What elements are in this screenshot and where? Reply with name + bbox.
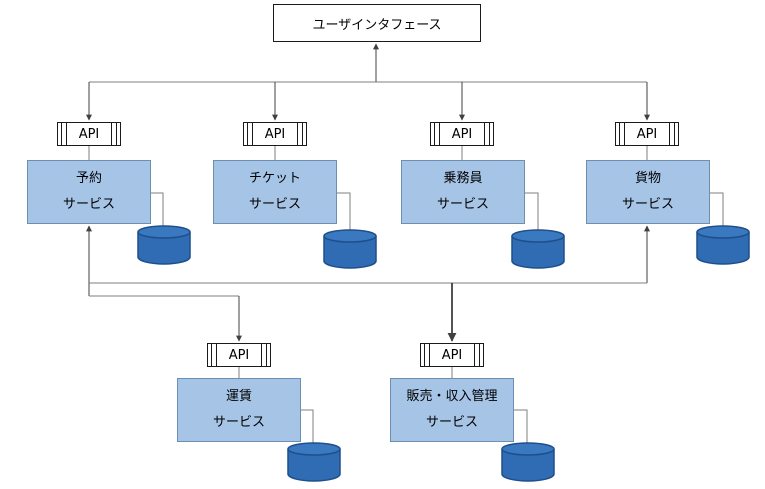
service-box-hanbai: 販売・収入管理 サービス — [390, 378, 514, 442]
service-suffix: サービス — [248, 197, 301, 212]
api-label: API — [78, 126, 100, 142]
service-box-unchin: 運賃 サービス — [177, 378, 301, 442]
database-icon — [696, 225, 750, 265]
api-label: API — [636, 126, 658, 142]
database-icon — [323, 229, 377, 269]
service-name: 販売・収入管理 — [406, 389, 498, 404]
api-label: API — [228, 347, 250, 363]
api-to-service-connectors — [88, 146, 648, 378]
service-name: 運賃 — [225, 389, 252, 404]
api-box-kamotsu: API — [615, 122, 679, 146]
service-suffix: サービス — [62, 197, 115, 212]
service-box-yoyaku: 予約 サービス — [27, 160, 151, 224]
service-box-kamotsu: 貨物 サービス — [586, 160, 710, 224]
service-box-ticket: チケット サービス — [213, 160, 337, 224]
bottom-connectors — [86, 225, 650, 342]
db-connectors — [151, 192, 724, 443]
api-box-yoyaku: API — [57, 122, 121, 146]
api-box-unchin: API — [207, 343, 271, 367]
api-label: API — [264, 126, 286, 142]
database-icon — [137, 225, 191, 265]
api-label: API — [451, 126, 473, 142]
service-name: 乗務員 — [443, 171, 483, 186]
service-suffix: サービス — [621, 197, 674, 212]
database-icon — [287, 442, 341, 482]
service-suffix: サービス — [425, 415, 478, 430]
database-icon — [511, 229, 565, 269]
api-box-jomuin: API — [430, 122, 494, 146]
api-box-hanbai: API — [420, 343, 484, 367]
user-interface-label: ユーザインタフェース — [312, 17, 442, 33]
api-label: API — [441, 347, 463, 363]
database-icon — [501, 442, 555, 482]
user-interface-box: ユーザインタフェース — [273, 4, 481, 42]
service-suffix: サービス — [436, 197, 489, 212]
service-suffix: サービス — [212, 415, 265, 430]
service-box-jomuin: 乗務員 サービス — [401, 160, 525, 224]
service-name: チケット — [248, 171, 301, 186]
api-box-ticket: API — [243, 122, 307, 146]
service-name: 貨物 — [634, 171, 661, 186]
service-name: 予約 — [75, 171, 102, 186]
top-connectors — [86, 43, 650, 121]
